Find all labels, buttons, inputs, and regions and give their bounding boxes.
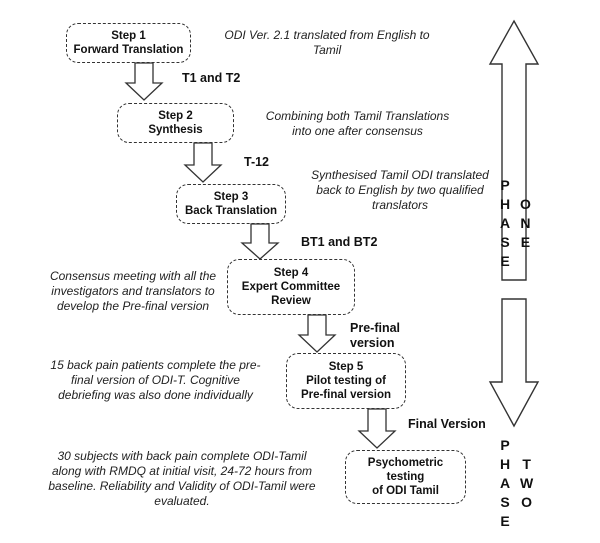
phase-one-letter: E [520, 234, 531, 250]
phase-one-letter: S [500, 234, 510, 250]
step-2-title: Step 2 [158, 110, 193, 122]
phase-one-letter: A [500, 215, 511, 231]
step-4-box: Step 4 Expert Committee Review [227, 259, 355, 315]
phase-two-word-two: T W O [520, 455, 533, 512]
down-arrow-2 [183, 142, 223, 183]
phase-two-letter: W [520, 475, 534, 491]
down-arrow-5 [357, 408, 397, 449]
psychometric-text-2: testing [386, 471, 425, 483]
phase-two-word-phase: P H A S E [500, 436, 510, 531]
note-step-2: Combining both Tamil Translations into o… [265, 109, 450, 138]
step-5-text-2: Pre-final version [300, 389, 392, 401]
down-arrow-1 [124, 62, 164, 101]
phase-one-letter: H [500, 196, 511, 212]
phase-one-letter: N [520, 215, 531, 231]
step-3-text: Back Translation [184, 205, 278, 217]
step-1-text: Forward Translation [73, 44, 184, 56]
down-arrow-3 [240, 223, 280, 260]
phase-two-letter: H [500, 456, 511, 472]
step-5-box: Step 5 Pilot testing of Pre-final versio… [286, 353, 406, 409]
note-step-5: 15 back pain patients complete the pre- … [50, 358, 261, 402]
down-arrow-4 [297, 314, 337, 353]
psychometric-box: Psychometric testing of ODI Tamil [345, 450, 466, 504]
psychometric-text-1: Psychometric [367, 457, 444, 469]
phase-two-letter: A [500, 475, 511, 491]
step-5-text-1: Pilot testing of [306, 375, 386, 387]
phase-two-letter: O [521, 494, 533, 510]
psychometric-text-3: of ODI Tamil [372, 485, 439, 497]
step-3-box: Step 3 Back Translation [176, 184, 286, 224]
step-1-title: Step 1 [111, 30, 146, 42]
step-4-title: Step 4 [273, 267, 309, 279]
arrow-label-bt1-bt2: BT1 and BT2 [301, 235, 378, 249]
step-5-title: Step 5 [328, 361, 364, 373]
arrow-label-pre-final: Pre-final version [350, 321, 401, 350]
arrow-label-final-version: Final Version [408, 417, 486, 431]
phase-two-letter: P [500, 437, 510, 453]
note-step-1: ODI Ver. 2.1 translated from English to … [224, 28, 430, 57]
note-psychometric: 30 subjects with back pain complete ODI-… [48, 449, 316, 508]
phase-two-down-arrow [488, 298, 540, 428]
phase-two-letter: T [522, 456, 531, 472]
phase-one-word-one: O N E [520, 195, 531, 252]
arrow-label-t1-t2: T1 and T2 [182, 71, 241, 85]
step-4-text-2: Review [271, 295, 311, 307]
phase-one-up-arrow [488, 19, 540, 281]
phase-one-word-phase: P H A S E [500, 176, 510, 271]
step-2-text: Synthesis [148, 124, 203, 136]
phase-one-letter: P [500, 177, 510, 193]
step-1-box: Step 1 Forward Translation [66, 23, 191, 63]
step-2-box: Step 2 Synthesis [117, 103, 234, 143]
phase-two-letter: S [500, 494, 510, 510]
note-step-4: Consensus meeting with all the investiga… [49, 269, 217, 313]
phase-one-letter: O [520, 196, 531, 212]
note-step-3: Synthesised Tamil ODI translated back to… [311, 168, 489, 212]
arrow-label-t12: T-12 [244, 155, 270, 169]
phase-two-letter: E [500, 513, 510, 529]
step-3-title: Step 3 [213, 191, 249, 203]
phase-one-letter: E [500, 253, 510, 269]
step-4-text-1: Expert Committee [241, 281, 341, 293]
